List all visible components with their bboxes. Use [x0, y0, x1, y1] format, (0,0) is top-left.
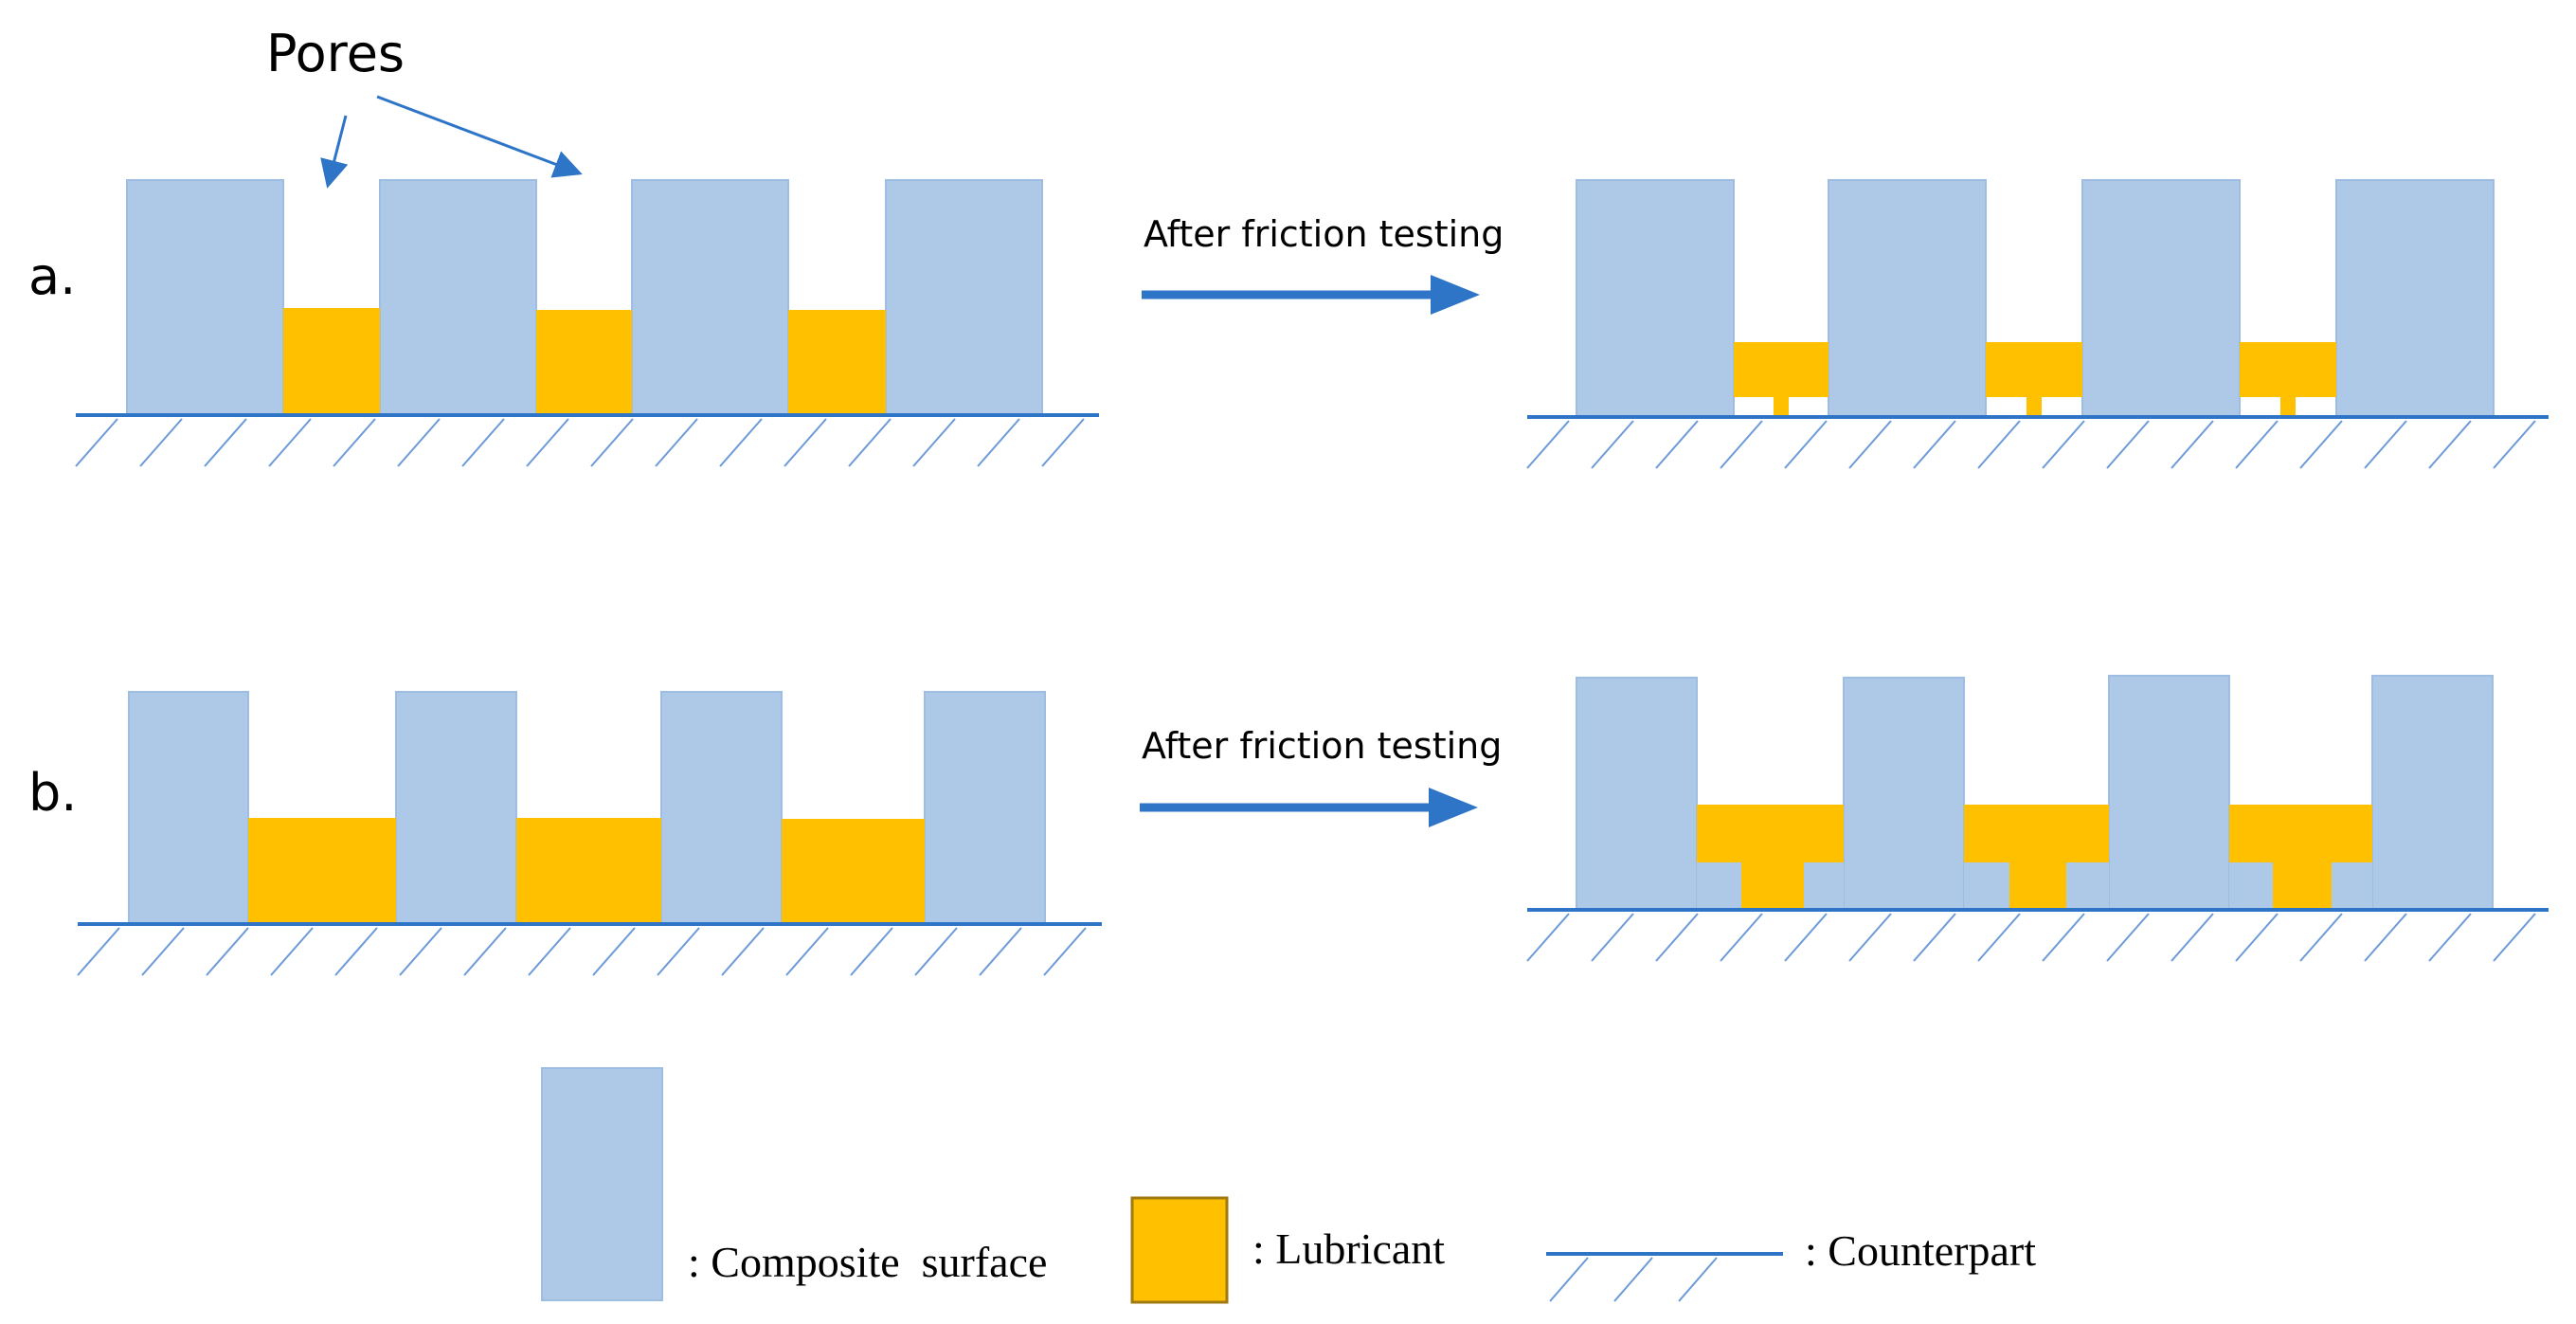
composite-pillar — [1828, 179, 1987, 418]
composite-pillar — [885, 179, 1043, 416]
row-b-after — [1526, 675, 2549, 962]
lubricant-fill — [2280, 397, 2296, 416]
lubricant-fill — [1964, 805, 2109, 862]
legend: : Composite surface : Lubricant : Counte… — [541, 1067, 2036, 1304]
counterpart — [1526, 908, 2549, 962]
lubricant-fill — [536, 310, 632, 415]
row-label-a: a. — [28, 246, 76, 306]
lubricant-fill — [782, 819, 925, 924]
composite-pillar — [2371, 675, 2494, 911]
legend-counterpart-label: : Counterpart — [1805, 1226, 2036, 1275]
counterpart — [77, 922, 1102, 976]
lubricant-fill — [283, 308, 380, 415]
right-arrow-head — [1429, 788, 1478, 827]
lubricant-fill — [2009, 862, 2066, 910]
composite-pillar — [924, 691, 1046, 925]
lubricant-fill — [1741, 862, 1804, 910]
composite-pillar — [631, 179, 789, 416]
lubricant-fill — [2240, 342, 2336, 397]
pointer-arrow-icon — [376, 95, 583, 178]
after-friction-label-a: After friction testing — [1144, 213, 1504, 255]
right-arrow-head — [1431, 275, 1480, 315]
lubricant-fill — [2273, 862, 2332, 910]
lubricant-fill — [1986, 342, 2082, 397]
counterpart — [1526, 415, 2549, 469]
lubricant-fill — [2027, 397, 2042, 416]
composite-pillar — [660, 691, 783, 925]
lubricant-fill — [1734, 342, 1828, 397]
row-label-b: b. — [28, 763, 77, 823]
counterpart — [75, 413, 1099, 467]
lubricant-fill — [2229, 805, 2372, 862]
hatched-line-icon — [1546, 1252, 1783, 1302]
composite-pillar — [1843, 677, 1965, 911]
pointer-arrow-icon — [320, 115, 349, 189]
lubricant-fill — [1774, 397, 1789, 416]
composite-pillar — [395, 691, 517, 925]
lubricant-fill — [248, 818, 396, 924]
composite-pillar — [379, 179, 537, 416]
legend-lubricant-swatch — [1130, 1196, 1229, 1304]
composite-pillar — [2335, 179, 2495, 418]
lubricant-fill — [788, 310, 886, 415]
composite-pillar — [2081, 179, 2241, 418]
row-a-after — [1526, 179, 2549, 469]
legend-lubricant-label: : Lubricant — [1252, 1224, 1445, 1273]
composite-pillar — [1576, 677, 1698, 911]
composite-pillar — [1576, 179, 1735, 418]
composite-pillar — [128, 691, 249, 925]
lubricant-fill — [516, 818, 661, 924]
composite-pillar — [2108, 675, 2230, 911]
row-a-before — [75, 179, 1099, 467]
legend-composite-label: : Composite surface — [688, 1238, 1047, 1286]
composite-pillar — [126, 179, 284, 416]
pores-label: Pores — [266, 24, 405, 83]
after-friction-label-b: After friction testing — [1142, 725, 1502, 767]
legend-composite-swatch — [541, 1067, 663, 1301]
row-b-before — [77, 691, 1102, 976]
lubricant-fill — [1697, 805, 1844, 862]
